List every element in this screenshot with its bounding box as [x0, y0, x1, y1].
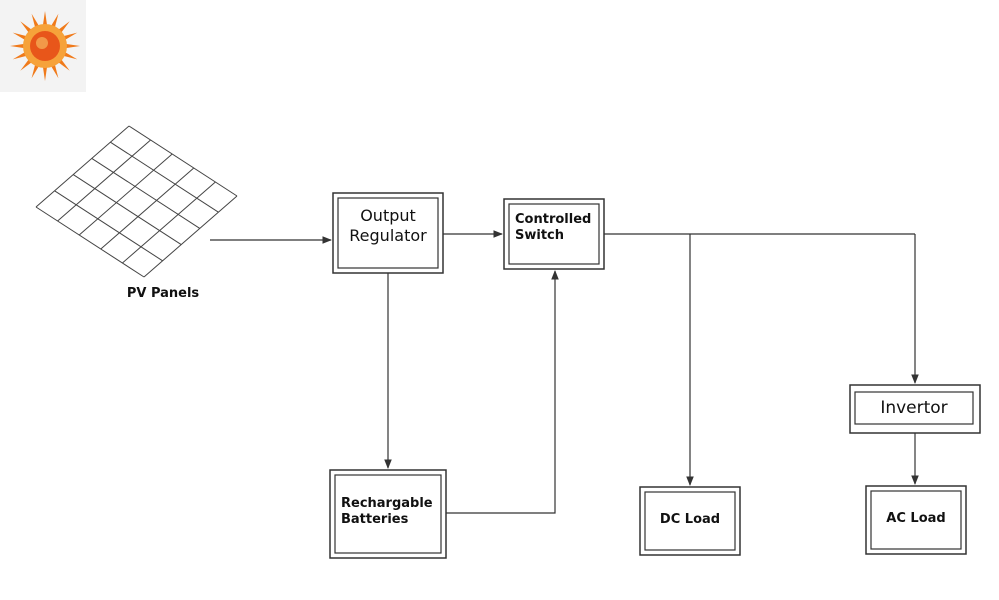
rechargable-batteries-label-line-2: Batteries [341, 512, 409, 528]
sun-ray [64, 43, 80, 49]
ac-load-box [865, 485, 967, 555]
controlled-switch-label-line-2: Switch [515, 228, 565, 244]
panel-grid-line [122, 181, 216, 264]
panel-grid-line [91, 157, 201, 229]
output-regulator-label-line-2: Regulator [349, 226, 427, 245]
sun-ray [31, 63, 40, 79]
sun-ray [42, 11, 48, 27]
output-regulator-label: Output Regulator [338, 206, 438, 246]
output-regulator-box [332, 192, 444, 274]
sun-ray [62, 32, 78, 41]
controlled-switch-label: Controlled Switch [509, 212, 599, 245]
pv-panels-label: PV Panels [126, 286, 200, 301]
sun-ray [10, 43, 26, 49]
panel-grid-line [72, 174, 182, 246]
sun-ray [42, 65, 48, 81]
invertor-label: Invertor [880, 398, 948, 418]
sun-ray [31, 13, 40, 29]
controlled-switch-label-line-1: Controlled [515, 212, 592, 227]
controlled-switch-box [503, 198, 605, 270]
panel-grid-line [128, 125, 238, 197]
output-regulator-label-line-1: Output [360, 206, 416, 225]
panel-grid-line [100, 167, 195, 250]
solar-panel-icon [35, 125, 238, 278]
panel-grid-line [78, 153, 173, 236]
connector-batteries-to-switch [446, 270, 559, 514]
rechargable-batteries-label: Rechargable Batteries [335, 496, 441, 529]
ac-load-label: AC Load [886, 511, 946, 526]
panel-grid-line [35, 125, 130, 208]
panel-grid-line [57, 139, 151, 222]
panel-grid-line [54, 190, 163, 262]
sun-ray [62, 51, 78, 60]
sun-ray [12, 51, 28, 60]
panel-grid-line [110, 141, 219, 213]
dc-load-box [639, 486, 741, 556]
sun-ray [50, 13, 59, 29]
rechargable-batteries-box [329, 469, 447, 559]
dc-load-label: DC Load [659, 512, 721, 527]
rechargable-batteries-label-line-1: Rechargable [341, 496, 433, 511]
sun-ray [50, 63, 59, 79]
sun-ray [12, 32, 28, 41]
panel-grid-line [143, 195, 238, 278]
invertor-box [849, 384, 981, 434]
sun-icon [10, 11, 80, 81]
panel-grid-line [35, 206, 145, 278]
